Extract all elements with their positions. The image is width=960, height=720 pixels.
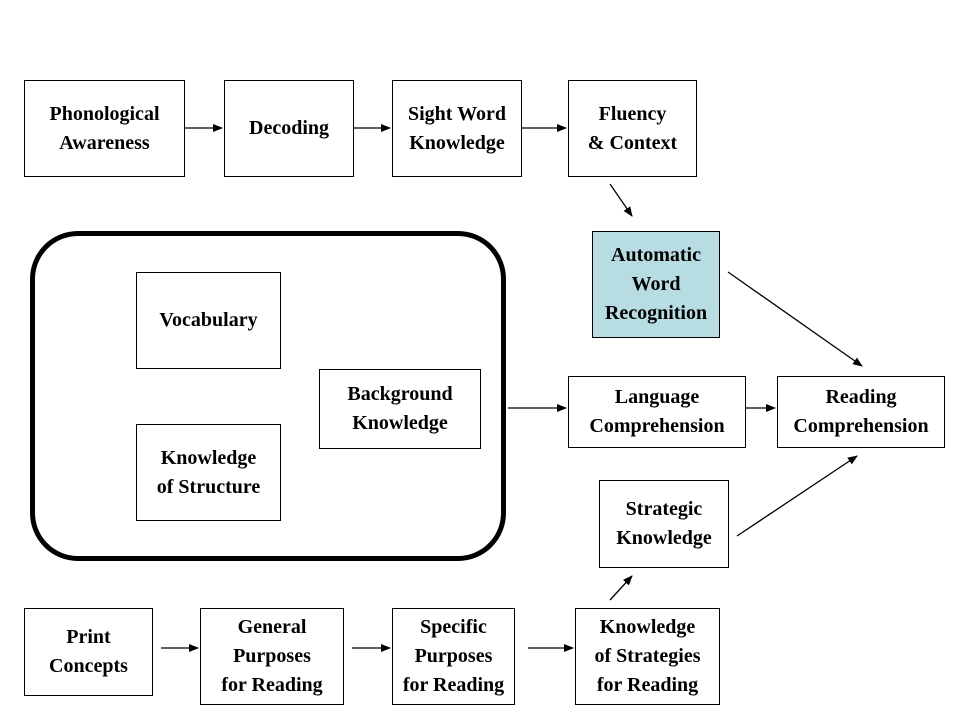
language-knowledge-group — [30, 231, 506, 561]
arrow-strategies-to-strategic — [609, 575, 633, 601]
fluency-context-box: Fluency & Context — [568, 80, 697, 177]
specific-purposes-box: Specific Purposes for Reading — [392, 608, 515, 705]
arrow-fluency-to-automatic — [609, 183, 633, 217]
background-knowledge-box: Background Knowledge — [319, 369, 481, 449]
phonological-awareness-box: Phonological Awareness — [24, 80, 185, 177]
arrow-automatic-to-reading — [727, 271, 863, 367]
vocabulary-box: Vocabulary — [136, 272, 281, 369]
decoding-box: Decoding — [224, 80, 354, 177]
knowledge-of-structure-box: Knowledge of Structure — [136, 424, 281, 521]
sight-word-knowledge-box: Sight Word Knowledge — [392, 80, 522, 177]
knowledge-of-strategies-box: Knowledge of Strategies for Reading — [575, 608, 720, 705]
strategic-knowledge-box: Strategic Knowledge — [599, 480, 729, 568]
reading-comprehension-box: Reading Comprehension — [777, 376, 945, 448]
print-concepts-box: Print Concepts — [24, 608, 153, 696]
general-purposes-box: General Purposes for Reading — [200, 608, 344, 705]
language-comprehension-box: Language Comprehension — [568, 376, 746, 448]
automatic-word-recognition-box: Automatic Word Recognition — [592, 231, 720, 338]
arrow-strategic-to-reading — [736, 455, 858, 537]
